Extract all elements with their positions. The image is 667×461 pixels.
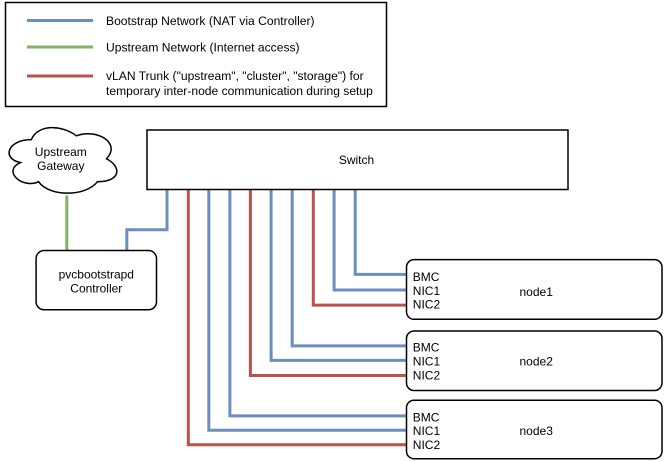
svg-text:Controller: Controller [70,281,122,295]
svg-text:NIC1: NIC1 [413,284,441,298]
svg-text:pvcbootstrapd: pvcbootstrapd [59,267,134,281]
svg-text:temporary inter-node communica: temporary inter-node communication durin… [106,84,373,98]
svg-text:vLAN Trunk ("upstream", "clust: vLAN Trunk ("upstream", "cluster", "stor… [106,69,364,83]
svg-text:Bootstrap Network (NAT via Con: Bootstrap Network (NAT via Controller) [106,14,315,28]
svg-text:NIC1: NIC1 [413,354,441,368]
svg-text:NIC1: NIC1 [413,424,441,438]
svg-text:node3: node3 [520,424,554,438]
svg-text:node1: node1 [520,285,554,299]
svg-text:Upstream Network (Internet acc: Upstream Network (Internet access) [106,41,300,55]
svg-text:BMC: BMC [413,340,440,354]
svg-text:NIC2: NIC2 [413,438,441,452]
svg-text:NIC2: NIC2 [413,298,441,312]
svg-text:Switch: Switch [339,153,374,167]
svg-text:BMC: BMC [413,410,440,424]
svg-text:Upstream: Upstream [35,145,87,159]
svg-text:BMC: BMC [413,270,440,284]
svg-text:node2: node2 [520,354,554,368]
svg-text:NIC2: NIC2 [413,368,441,382]
svg-text:Gateway: Gateway [37,159,84,173]
